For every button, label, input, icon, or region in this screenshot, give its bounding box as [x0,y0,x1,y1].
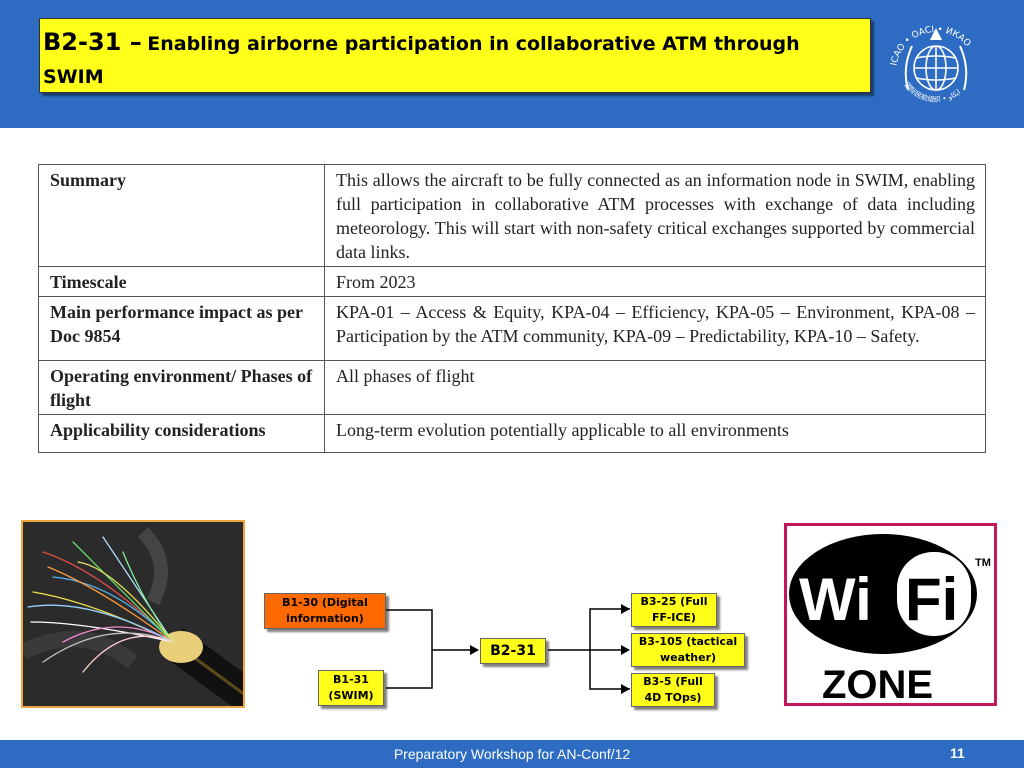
node-b3-25-line1: B3-25 (Full [640,595,708,608]
footer-text: Preparatory Workshop for AN-Conf/12 [393,746,631,762]
node-b1-30: B1-30 (Digital information) [264,593,386,629]
node-b2-31-label: B2-31 [490,643,536,659]
header-band: B2-31 – Enabling airborne participation … [0,0,1024,128]
node-b1-31-line1: B1-31 [333,673,369,686]
page-number: 11 [950,745,965,761]
node-b3-105-line1: B3-105 (tactical [638,635,738,648]
slide-title-box: B2-31 – Enabling airborne participation … [39,18,871,93]
icao-logo: ICAO • OACI • ИКАО 国际民航组织 • ايكاو [886,18,986,118]
table-row: Timescale From 2023 [38,266,986,297]
row-label: Operating environment/ Phases of flight [38,360,325,415]
node-b3-25: B3-25 (Full FF-ICE) [631,593,717,627]
node-b1-31-line2: (SWIM) [328,689,374,702]
footer-band: Preparatory Workshop for AN-Conf/12 11 [0,740,1024,768]
node-b3-105: B3-105 (tactical weather) [631,633,745,667]
slide-title: B2-31 – Enabling airborne participation … [43,26,866,94]
wifi-tm-text: TM [975,557,991,569]
title-main: Enabling airborne participation in colla… [43,33,800,88]
table-row: Summary This allows the aircraft to be f… [38,164,986,267]
fiber-optic-image [21,520,245,708]
node-b3-25-line2: FF-ICE) [652,611,696,624]
row-value: This allows the aircraft to be fully con… [324,164,986,267]
row-label: Main performance impact as per Doc 9854 [38,296,325,361]
wifi-logo: Wi Fi TM ZONE [789,534,991,707]
row-label: Timescale [38,266,325,297]
node-b1-30-line1: B1-30 (Digital [282,596,368,609]
node-b3-5: B3-5 (Full 4D TOps) [631,673,715,707]
row-value: From 2023 [324,266,986,297]
wifi-fi-text: Fi [905,566,958,633]
wifi-zone-sign: Wi Fi TM ZONE [784,523,997,707]
row-label: Applicability considerations [38,414,325,453]
node-b1-31: B1-31 (SWIM) [318,670,384,706]
node-b3-105-line2: weather) [659,651,717,664]
summary-table: Summary This allows the aircraft to be f… [38,164,986,453]
node-b3-5-line2: 4D TOps) [644,691,702,704]
fiber-optic-illustration [23,522,243,706]
node-b3-5-line1: B3-5 (Full [643,675,703,688]
row-value: All phases of flight [324,360,986,415]
node-b1-30-line2: information) [286,612,364,625]
wifi-zone-text: ZONE [822,663,933,703]
table-row: Applicability considerations Long-term e… [38,414,986,453]
row-value: Long-term evolution potentially applicab… [324,414,986,453]
wifi-wi-text: Wi [799,566,872,633]
row-value: KPA-01 – Access & Equity, KPA-04 – Effic… [324,296,986,361]
node-b2-31: B2-31 [480,638,546,664]
table-row: Main performance impact as per Doc 9854 … [38,296,986,361]
table-row: Operating environment/ Phases of flight … [38,360,986,415]
row-label: Summary [38,164,325,267]
title-code: B2-31 – [43,28,142,56]
